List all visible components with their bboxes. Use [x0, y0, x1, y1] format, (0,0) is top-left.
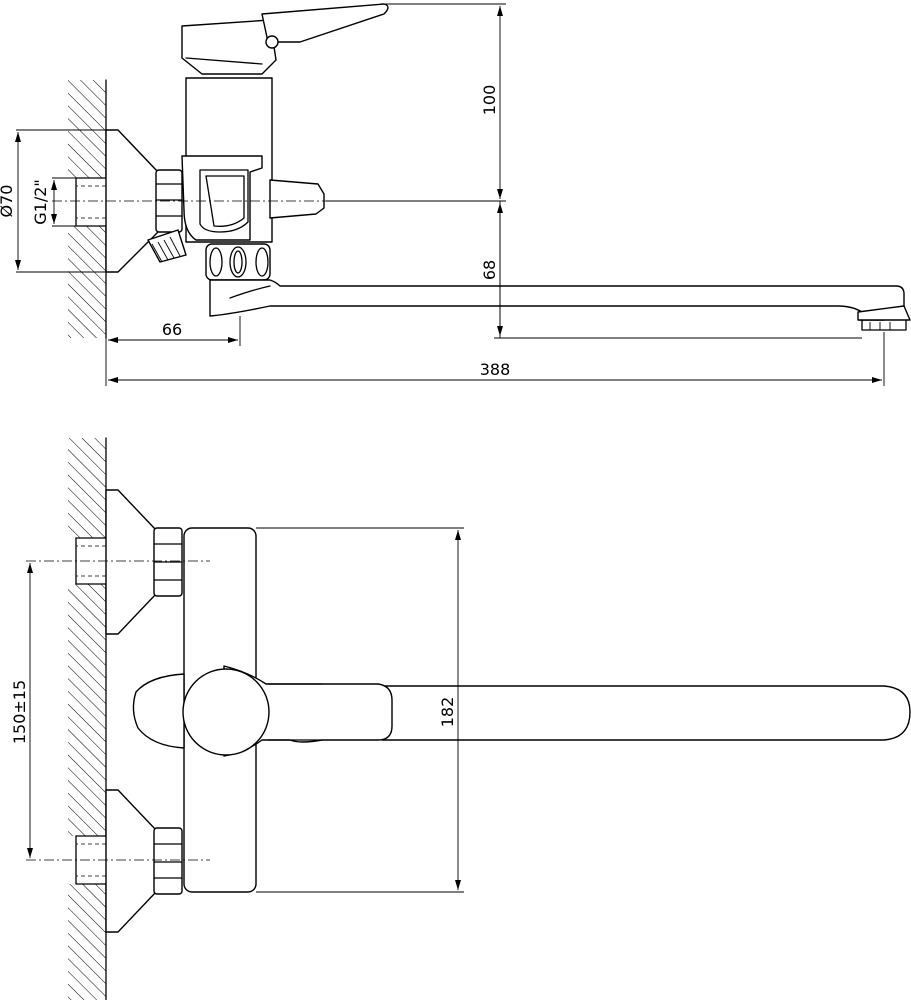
diverter-knob-side — [269, 179, 325, 219]
dim-diameter-label: Ø70 — [0, 185, 16, 218]
dim-body-height: 182 — [256, 527, 464, 893]
dim-lever-height-label: 100 — [480, 85, 499, 116]
spout-side — [209, 279, 911, 331]
dim-total-length: 388 — [108, 332, 885, 386]
side-view: Ø70 G1/2" 100 68 66 — [0, 3, 911, 386]
mixer-body-side — [181, 77, 273, 243]
lever-handle-side — [181, 3, 389, 75]
dim-spout-height: 68 — [480, 201, 862, 339]
dim-lever-height: 100 — [326, 3, 506, 202]
dim-thread-label: G1/2" — [31, 179, 50, 225]
wall-hatching-top — [68, 79, 107, 339]
spout-front — [381, 685, 911, 741]
dim-spout-height-label: 68 — [480, 260, 499, 280]
diverter-knob-front — [132, 673, 185, 749]
front-view: 150±15 182 — [10, 437, 911, 1000]
upper-inlet — [75, 489, 183, 635]
dim-offset-label: 66 — [162, 320, 182, 339]
dim-offset: 66 — [105, 316, 241, 386]
swivel-ring — [205, 243, 271, 281]
dim-diameter: Ø70 — [0, 129, 106, 273]
dim-total-length-label: 388 — [480, 360, 511, 379]
inlet-pipe-top — [75, 177, 107, 227]
lever-handle-front — [182, 665, 393, 757]
dim-body-height-label: 182 — [438, 697, 457, 728]
dim-spacing: 150±15 — [10, 563, 33, 858]
lower-inlet — [75, 789, 183, 933]
wall-hatching-bottom — [68, 437, 107, 1000]
dim-spacing-label: 150±15 — [10, 680, 29, 744]
eccentric-thread — [147, 229, 187, 263]
dim-thread: G1/2" — [31, 177, 76, 227]
